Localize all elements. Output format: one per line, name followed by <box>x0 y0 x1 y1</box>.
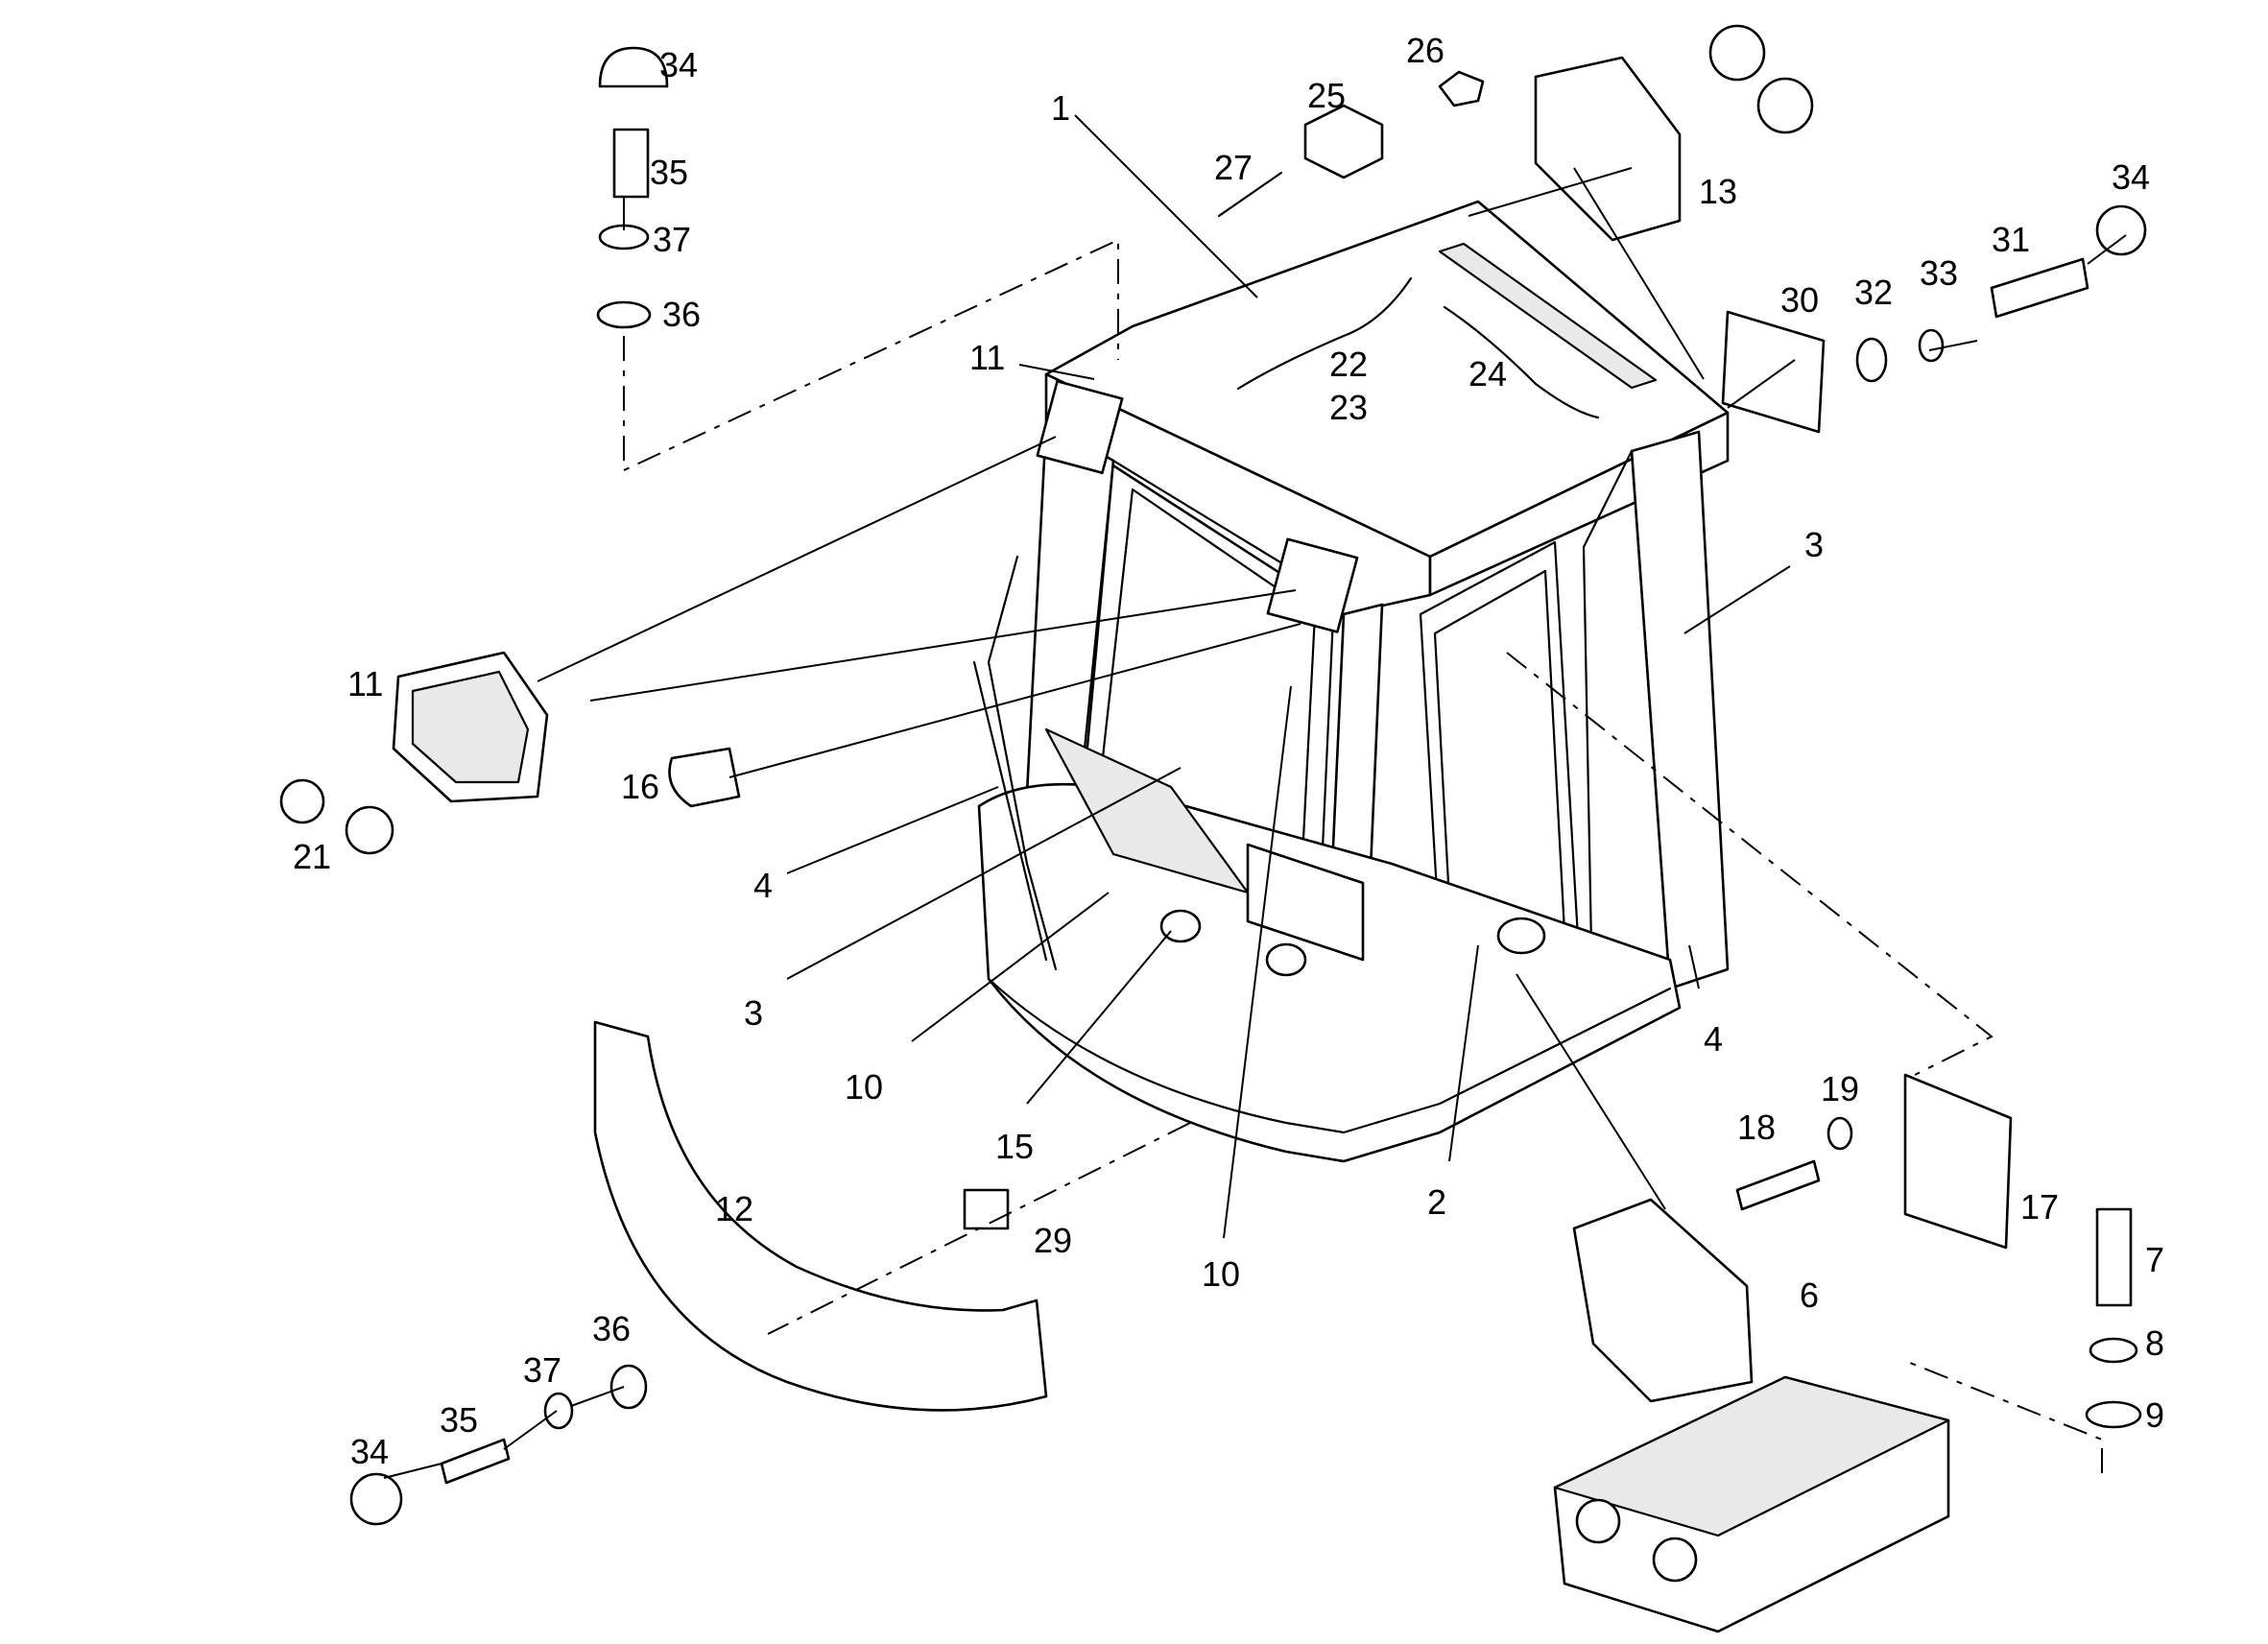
callout-18: 18 <box>1737 1108 1776 1147</box>
callout-19: 19 <box>1821 1069 1859 1108</box>
washer-9 <box>2085 1400 2142 1429</box>
bracket-17 <box>1903 1073 2013 1250</box>
callout-10a: 10 <box>845 1067 883 1107</box>
leader-lines <box>383 114 2127 1479</box>
callout-labels: 1 2 3 3 4 4 6 7 8 9 10 10 11 11 12 13 15… <box>293 31 2164 1471</box>
callout-34b: 34 <box>659 45 698 84</box>
beacon-lamp <box>1534 24 1814 242</box>
callout-37b: 37 <box>523 1350 561 1390</box>
battery-box-6 <box>1553 1198 1950 1633</box>
callout-29: 29 <box>1034 1221 1072 1260</box>
callout-11b: 11 <box>347 664 383 703</box>
callout-34c: 34 <box>350 1432 389 1471</box>
bulb-13a <box>1708 24 1766 82</box>
callout-36b: 36 <box>592 1309 631 1348</box>
callout-26: 26 <box>1406 31 1444 70</box>
washer-19 <box>1826 1116 1853 1151</box>
work-light-left-mounted <box>1036 380 1124 474</box>
cab-lower-body <box>977 782 1682 1163</box>
callout-30: 30 <box>1780 280 1819 320</box>
small-parts <box>349 46 2147 1526</box>
washer-36-top <box>596 300 652 329</box>
callout-6: 6 <box>1800 1275 1819 1315</box>
callout-10b: 10 <box>1202 1254 1240 1294</box>
callout-13: 13 <box>1699 172 1737 211</box>
connector-25 <box>1303 104 1384 179</box>
callout-34a: 34 <box>2112 157 2150 197</box>
bulb-13b <box>1756 77 1814 134</box>
wiring-harnesses <box>1236 276 1600 419</box>
washer-36-bottom <box>609 1364 648 1410</box>
part-26 <box>1438 70 1485 107</box>
callout-3a: 3 <box>1804 525 1824 564</box>
pin-27 <box>1217 171 1283 218</box>
callout-8: 8 <box>2145 1323 2164 1363</box>
round-cover-front <box>1159 909 1202 943</box>
harness-24 <box>1443 305 1600 419</box>
callout-1: 1 <box>1051 88 1070 128</box>
callout-36a: 36 <box>662 295 701 334</box>
callout-33: 33 <box>1920 253 1958 293</box>
battery-round-port-2 <box>1652 1537 1698 1583</box>
callout-4a: 4 <box>753 866 773 905</box>
bulb-b <box>345 805 394 855</box>
callout-37a: 37 <box>653 220 691 259</box>
washer-33 <box>1918 328 1945 363</box>
work-lights <box>279 380 1359 855</box>
callout-23: 23 <box>1329 388 1368 427</box>
callout-9: 9 <box>2145 1395 2164 1435</box>
callout-21: 21 <box>293 837 331 876</box>
bolt-31 <box>1990 257 2089 319</box>
bulb-a <box>279 778 325 824</box>
work-light-right-mounted <box>1266 537 1359 633</box>
bolt-7 <box>2095 1207 2133 1307</box>
round-cover-floor <box>1496 917 1546 955</box>
roof-slot <box>1438 242 1658 390</box>
callout-16: 16 <box>621 767 659 806</box>
cap-34-bottom <box>349 1472 403 1526</box>
washer-8 <box>2089 1337 2138 1364</box>
clip-29 <box>963 1188 1010 1230</box>
wiper-arm <box>987 555 1058 971</box>
callout-15: 15 <box>995 1127 1034 1166</box>
callout-35b: 35 <box>440 1400 478 1440</box>
center-box <box>1246 843 1365 962</box>
callout-2: 2 <box>1427 1182 1446 1222</box>
right-rear-pillar <box>1630 430 1730 990</box>
cap-34-right <box>2095 204 2147 256</box>
callout-24: 24 <box>1468 354 1507 393</box>
harness-22-23 <box>1236 276 1413 391</box>
washer-37-bottom <box>543 1392 574 1430</box>
wiper-blade <box>972 660 1048 962</box>
callout-11a: 11 <box>969 338 1005 377</box>
callout-32: 32 <box>1854 273 1893 312</box>
lower-body-edge <box>987 977 1672 1134</box>
plate-30 <box>1721 310 1826 434</box>
callout-17: 17 <box>2020 1187 2059 1227</box>
front-bumper-12 <box>593 1020 1048 1412</box>
bolt-35-top <box>612 128 650 199</box>
callout-25: 25 <box>1307 76 1346 115</box>
cap-34-top <box>598 46 669 88</box>
cab-frame <box>972 200 1730 1163</box>
callout-4b: 4 <box>1704 1019 1723 1059</box>
clip-16 <box>668 747 741 808</box>
callout-27: 27 <box>1214 148 1253 187</box>
callout-31: 31 <box>1992 220 2030 259</box>
assembly-dash-lines <box>623 238 2103 1473</box>
callout-22: 22 <box>1329 345 1368 384</box>
callout-3b: 3 <box>744 993 763 1033</box>
bolt-35-bottom <box>440 1438 511 1485</box>
work-light-exploded <box>392 651 549 803</box>
round-cover-console <box>1265 942 1307 977</box>
callout-35a: 35 <box>650 153 688 192</box>
bolt-18 <box>1735 1159 1821 1211</box>
callout-12: 12 <box>715 1189 753 1228</box>
battery-round-port <box>1575 1498 1621 1544</box>
washer-32 <box>1855 337 1888 383</box>
callout-7: 7 <box>2145 1240 2164 1279</box>
